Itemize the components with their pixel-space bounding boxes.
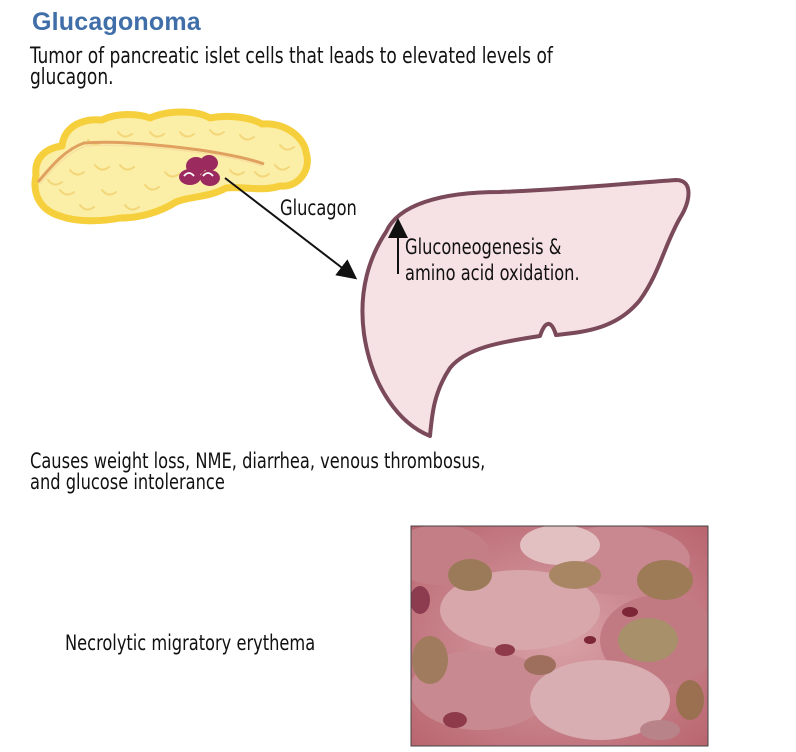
symptoms-text: Causes weight loss, NME, diarrhea, venou…	[30, 451, 684, 493]
symptoms-line-1: Causes weight loss, NME, diarrhea, venou…	[30, 449, 486, 473]
liver-illustration	[360, 178, 691, 438]
page-title: Glucagonoma	[32, 8, 201, 36]
description-line-1: Tumor of pancreatic islet cells that lea…	[30, 44, 553, 69]
description: Tumor of pancreatic islet cells that lea…	[30, 44, 632, 90]
pancreas-lobule-texture	[47, 129, 295, 211]
description-line-2: glucagon.	[30, 65, 114, 90]
liver-effect-line-1: Gluconeogenesis &	[405, 235, 562, 259]
liver-effect-line-2: amino acid oxidation.	[405, 261, 580, 285]
nme-skin-photo	[410, 525, 709, 747]
pancreas-outline	[31, 108, 311, 225]
photo-caption: Necrolytic migratory erythema	[65, 631, 316, 655]
pancreatic-duct	[36, 140, 265, 183]
glucagon-label: Glucagon	[280, 196, 357, 220]
pancreas-illustration	[31, 108, 311, 225]
islet-cell-tumor	[179, 155, 220, 186]
liver-effect-label: Gluconeogenesis & amino acid oxidation.	[405, 234, 580, 286]
symptoms-line-2: and glucose intolerance	[30, 470, 225, 494]
glucagon-arrow	[224, 177, 358, 280]
